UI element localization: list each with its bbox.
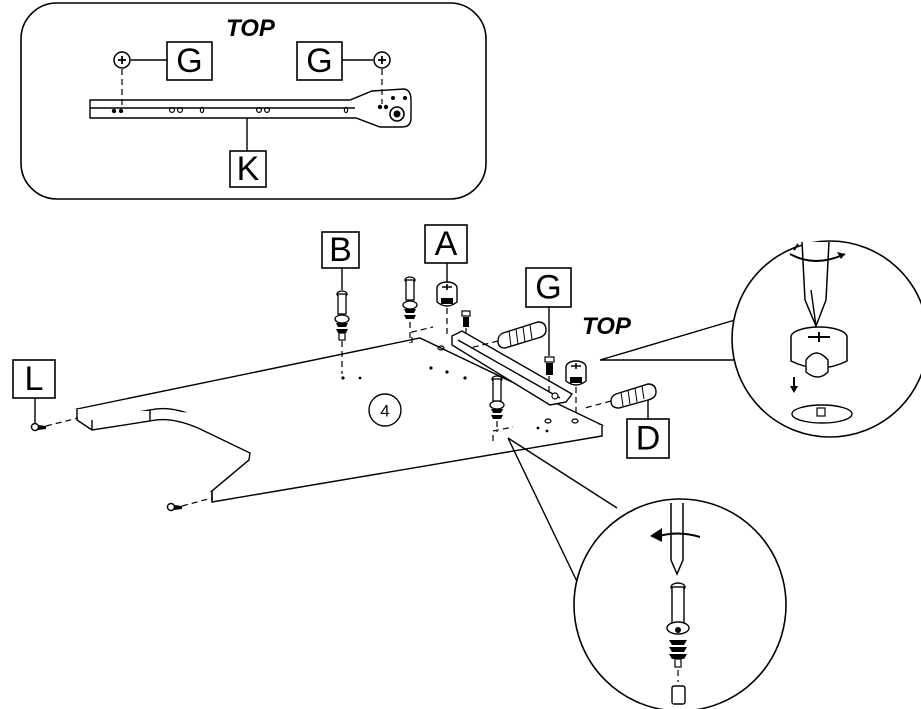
cam-lock-icon [565, 360, 587, 386]
wooden-dowel-icon [610, 383, 657, 409]
screwdriver-icon [801, 241, 830, 329]
inset-panel: TOP [20, 2, 487, 200]
label-b: B [329, 231, 352, 269]
cam-lock-detail [599, 240, 921, 438]
rotate-arrow-icon [789, 243, 846, 262]
drawer-slide-icon [451, 330, 574, 406]
rotate-arrow-icon [650, 528, 701, 542]
step-number: 4 [380, 402, 389, 421]
screw-icon [544, 356, 555, 375]
drawer-slide-icon [89, 88, 412, 128]
label-a: A [435, 225, 458, 263]
screw-icon [373, 51, 391, 69]
cam-lock-icon [436, 281, 458, 307]
label-d: D [636, 420, 661, 458]
screw-icon [166, 502, 182, 512]
cam-bolt-icon [489, 375, 505, 419]
cam-bolt-icon [666, 582, 690, 668]
screw-icon [113, 51, 131, 69]
cam-bolt-icon [402, 276, 418, 319]
screw-icon [461, 310, 471, 327]
screwdriver-icon [670, 503, 684, 576]
wooden-dowel-icon [497, 321, 547, 349]
cam-lock-icon [790, 326, 848, 378]
inset-label-k: K [237, 150, 260, 188]
main-top-label: TOP [582, 313, 632, 340]
screw-icon [30, 422, 46, 432]
cam-bolt-detail [507, 437, 787, 709]
inset-top-label: TOP [226, 15, 276, 42]
label-l: L [25, 360, 44, 398]
cam-bolt-icon [334, 290, 350, 341]
board-panel: 4 [75, 326, 605, 503]
inset-label-g-left: G [176, 42, 202, 80]
inset-label-g-right: G [306, 42, 332, 80]
label-g: G [535, 269, 561, 307]
